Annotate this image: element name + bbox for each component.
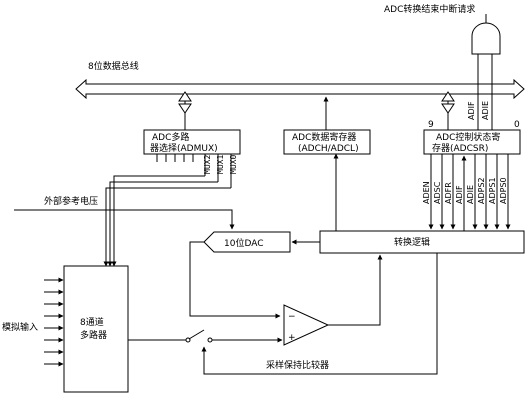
comparator: [283, 304, 330, 346]
dac-to-comparator-line: [189, 241, 281, 319]
aden-label: ADEN: [422, 181, 431, 204]
comparator-plus: +: [288, 333, 296, 343]
adps2-label: ADPS2: [477, 177, 486, 204]
mux0-label: MUX0: [229, 155, 238, 174]
adcsr-register: [423, 129, 521, 155]
adcsr-buffer-down: [441, 103, 455, 114]
adie-bus-label: ADIE: [481, 101, 490, 120]
dac-label: 10位DAC: [224, 237, 264, 249]
mux1-label: MUX1: [216, 155, 225, 174]
adcsr-label-1: ADC控制状态寄: [436, 131, 500, 143]
comparator-minus: −: [288, 312, 296, 322]
data-bus-label: 8位数据总线: [88, 60, 139, 72]
and-gate: [471, 22, 501, 55]
admux-bit-lines: [156, 154, 194, 162]
conversion-logic: [319, 230, 525, 254]
admux-buffer-up: [178, 91, 192, 102]
bit-9-label: 9: [428, 120, 434, 130]
bit-0-label: 0: [514, 120, 520, 130]
mux-label-1: 8通道: [80, 316, 104, 328]
conv-logic-label: 转换逻辑: [394, 236, 430, 248]
ext-ref-line: [14, 209, 235, 230]
adsc-label: ADSC: [433, 181, 442, 204]
adif-bus-label: ADIF: [467, 101, 476, 120]
sample-control-line: [201, 253, 438, 375]
comparator-output-line: [328, 254, 383, 326]
mux-select-line-3: [103, 187, 231, 267]
adc-data-label-2: (ADCH/ADCL): [298, 144, 359, 154]
analog-input-label: 模拟输入: [2, 321, 38, 333]
admux-label-2: 器选择(ADMUX): [150, 142, 218, 154]
mux-select-line-1: [111, 175, 205, 267]
ext-ref-label: 外部参考电压: [44, 195, 98, 207]
switch-node-right: [207, 337, 213, 343]
mux-select-line-2: [107, 181, 218, 267]
analog-input-arrows: [44, 277, 64, 367]
sample-hold-label: 采样保持比较器: [266, 359, 329, 371]
adc-data-register: [283, 129, 371, 155]
adfr-label: ADFR: [444, 182, 453, 204]
data-bus: [75, 78, 525, 100]
admux-buffer-down: [178, 103, 192, 114]
adif-label: ADIF: [455, 185, 464, 204]
mux-label-2: 多路器: [80, 329, 107, 341]
mux-8ch: [63, 265, 129, 393]
admux-label-1: ADC多路: [152, 131, 189, 143]
adps1-label: ADPS1: [488, 177, 497, 204]
admux-register: [143, 129, 241, 155]
interrupt-request-label: ADC转换结束中断请求: [384, 3, 475, 15]
adc-data-label-1: ADC数据寄存器: [292, 131, 356, 143]
adcsr-label-2: 存器(ADCSR): [432, 142, 488, 154]
mux2-label: MUX2: [203, 155, 212, 174]
adps0-label: ADPS0: [499, 177, 508, 204]
switch-blade: [188, 329, 205, 340]
dac-block: [203, 231, 291, 253]
ctrl-bit-lines: [428, 154, 511, 231]
adcsr-buffer-up: [441, 91, 455, 102]
adie-label: ADIE: [466, 185, 475, 204]
